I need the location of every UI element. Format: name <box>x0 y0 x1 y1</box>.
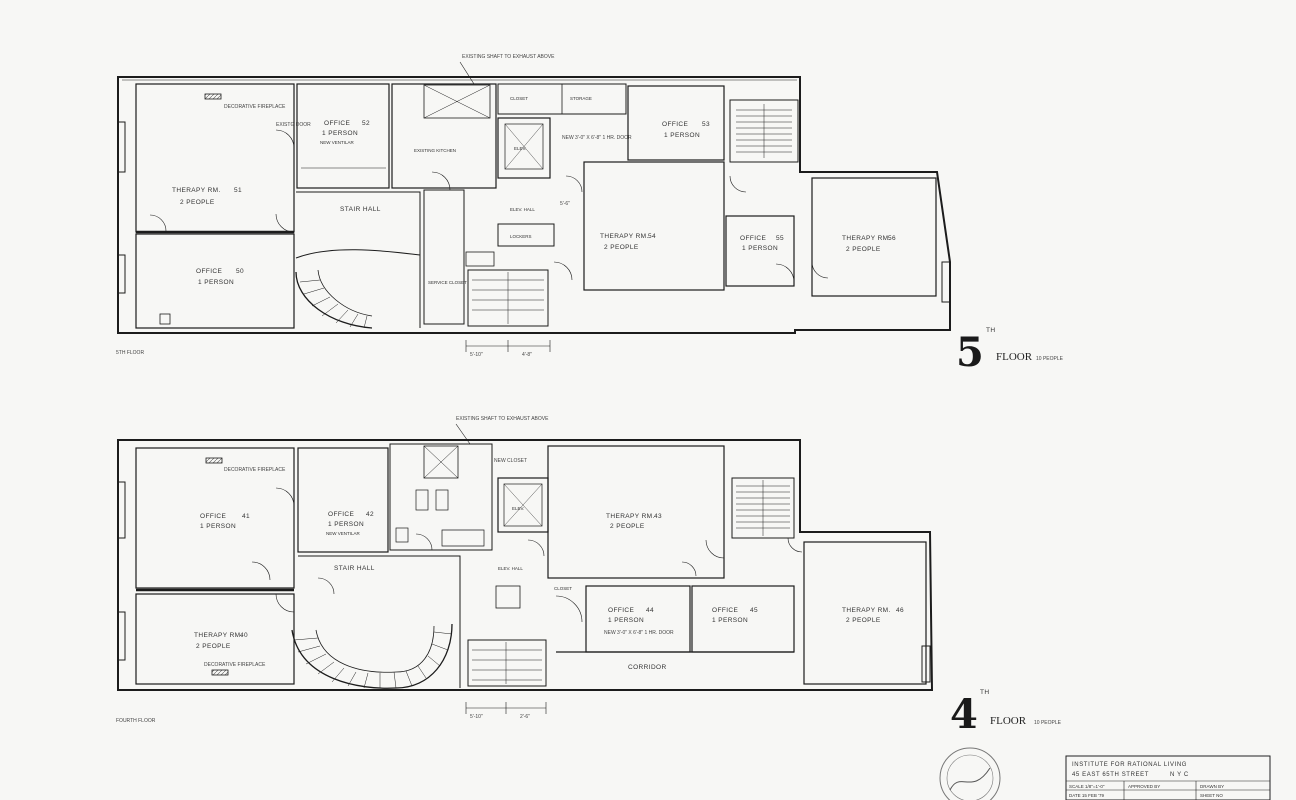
svg-text:2 PEOPLE: 2 PEOPLE <box>846 246 881 253</box>
svg-text:CLOSET: CLOSET <box>554 586 572 591</box>
floor-number-5: 5 <box>956 329 984 376</box>
svg-text:STAIR HALL: STAIR HALL <box>340 206 381 213</box>
fifth-floor-plan <box>117 61 951 352</box>
client-name: INSTITUTE FOR RATIONAL LIVING <box>1072 762 1187 768</box>
svg-text:51: 51 <box>234 187 242 194</box>
svg-text:43: 43 <box>654 513 662 520</box>
svg-text:OFFICE: OFFICE <box>324 120 350 127</box>
svg-text:OFFICE: OFFICE <box>740 235 766 242</box>
svg-text:NEW 3'-0" X 6'-8" 1 HR. DOOR: NEW 3'-0" X 6'-8" 1 HR. DOOR <box>604 630 674 636</box>
svg-text:1 PERSON: 1 PERSON <box>742 245 778 252</box>
svg-text:EXISTG DOOR: EXISTG DOOR <box>276 122 311 128</box>
svg-text:TH: TH <box>980 689 989 696</box>
svg-text:4'-8": 4'-8" <box>522 352 532 358</box>
svg-text:52: 52 <box>362 120 370 127</box>
svg-text:NEW VENTILAR: NEW VENTILAR <box>326 531 361 536</box>
svg-text:54: 54 <box>648 233 656 240</box>
svg-text:1 PERSON: 1 PERSON <box>328 521 364 528</box>
svg-text:STAIR HALL: STAIR HALL <box>334 565 375 572</box>
svg-text:EXISTING KITCHEN: EXISTING KITCHEN <box>414 148 456 153</box>
svg-text:1 PERSON: 1 PERSON <box>200 523 236 530</box>
svg-text:ELEV. HALL: ELEV. HALL <box>498 566 523 571</box>
svg-text:OFFICE: OFFICE <box>608 607 634 614</box>
fourth-floor-labels: OFFICE 41 1 PERSON OFFICE 42 1 PERSON NE… <box>116 416 1062 738</box>
svg-text:DECORATIVE FIREPLACE: DECORATIVE FIREPLACE <box>204 662 266 668</box>
fifth-floor-labels: THERAPY RM. 51 2 PEOPLE OFFICE 50 1 PERS… <box>116 54 1064 376</box>
svg-text:10 PEOPLE: 10 PEOPLE <box>1036 356 1064 362</box>
city: N Y C <box>1170 772 1189 778</box>
plan-caption: FOURTH FLOOR <box>116 718 156 724</box>
svg-text:OFFICE: OFFICE <box>200 513 226 520</box>
svg-text:THERAPY RM.: THERAPY RM. <box>606 513 655 520</box>
architect-seal <box>939 747 1001 800</box>
plan-caption: 5TH FLOOR <box>116 350 144 356</box>
svg-text:STORAGE: STORAGE <box>570 96 592 101</box>
svg-text:EXISTING SHAFT TO EXHAUST ABOV: EXISTING SHAFT TO EXHAUST ABOVE <box>456 416 549 422</box>
svg-text:NEW 3'-0" X 6'-8" 1 HR. DOOR: NEW 3'-0" X 6'-8" 1 HR. DOOR <box>562 135 632 141</box>
svg-text:OFFICE: OFFICE <box>328 511 354 518</box>
svg-text:2 PEOPLE: 2 PEOPLE <box>196 643 231 650</box>
svg-text:THERAPY RM.: THERAPY RM. <box>600 233 649 240</box>
svg-text:41: 41 <box>242 513 250 520</box>
svg-text:OFFICE: OFFICE <box>662 121 688 128</box>
svg-text:DECORATIVE FIREPLACE: DECORATIVE FIREPLACE <box>224 104 286 110</box>
svg-text:46: 46 <box>896 607 904 614</box>
svg-text:ELEV. HALL: ELEV. HALL <box>510 207 535 212</box>
svg-text:OFFICE: OFFICE <box>196 268 222 275</box>
svg-text:CLOSET: CLOSET <box>510 96 528 101</box>
svg-text:THERAPY RM.: THERAPY RM. <box>842 607 891 614</box>
svg-text:5'-10": 5'-10" <box>470 714 483 720</box>
floor-word: FLOOR <box>990 715 1027 727</box>
svg-text:DATE 15 FEB '79: DATE 15 FEB '79 <box>1069 793 1105 798</box>
svg-text:42: 42 <box>366 511 374 518</box>
floor-word: FLOOR <box>996 351 1033 363</box>
svg-text:10 PEOPLE: 10 PEOPLE <box>1034 720 1062 726</box>
svg-text:THERAPY RM.: THERAPY RM. <box>842 235 891 242</box>
svg-text:45: 45 <box>750 607 758 614</box>
svg-text:DECORATIVE FIREPLACE: DECORATIVE FIREPLACE <box>224 467 286 473</box>
svg-text:SCALE 1/8"=1'-0": SCALE 1/8"=1'-0" <box>1069 784 1105 789</box>
svg-text:APPROVED BY: APPROVED BY <box>1128 784 1160 789</box>
svg-text:OFFICE: OFFICE <box>712 607 738 614</box>
svg-text:55: 55 <box>776 235 784 242</box>
svg-text:NEW VENTILAR: NEW VENTILAR <box>320 140 355 145</box>
svg-text:1 PERSON: 1 PERSON <box>608 617 644 624</box>
svg-text:1 PERSON: 1 PERSON <box>322 130 358 137</box>
svg-text:2'-6": 2'-6" <box>520 714 530 720</box>
svg-text:LOCKERS: LOCKERS <box>510 234 532 239</box>
svg-text:2 PEOPLE: 2 PEOPLE <box>610 523 645 530</box>
svg-text:TH: TH <box>986 327 995 334</box>
svg-text:CORRIDOR: CORRIDOR <box>628 664 667 671</box>
svg-text:DRAWN BY: DRAWN BY <box>1200 784 1224 789</box>
svg-text:2 PEOPLE: 2 PEOPLE <box>180 199 215 206</box>
svg-text:53: 53 <box>702 121 710 128</box>
svg-text:50: 50 <box>236 268 244 275</box>
svg-text:44: 44 <box>646 607 654 614</box>
svg-text:NEW CLOSET: NEW CLOSET <box>494 458 527 464</box>
svg-text:ELEV.: ELEV. <box>512 506 524 511</box>
room-label: THERAPY RM. <box>172 187 221 194</box>
svg-text:1 PERSON: 1 PERSON <box>712 617 748 624</box>
svg-text:THERAPY RM.: THERAPY RM. <box>194 632 243 639</box>
title-block: INSTITUTE FOR RATIONAL LIVING 45 EAST 65… <box>1065 755 1271 800</box>
svg-text:EXISTING SHAFT TO EXHAUST ABOV: EXISTING SHAFT TO EXHAUST ABOVE <box>462 54 555 60</box>
svg-text:1 PERSON: 1 PERSON <box>664 132 700 139</box>
svg-text:SERVICE CLOSET: SERVICE CLOSET <box>428 280 467 285</box>
svg-text:SHEET NO: SHEET NO <box>1200 793 1223 798</box>
svg-text:1 PERSON: 1 PERSON <box>198 279 234 286</box>
svg-text:ELEV.: ELEV. <box>514 146 526 151</box>
svg-text:2 PEOPLE: 2 PEOPLE <box>604 244 639 251</box>
svg-text:56: 56 <box>888 235 896 242</box>
svg-text:40: 40 <box>240 632 248 639</box>
address: 45 EAST 65TH STREET <box>1072 772 1149 778</box>
floor-number-4: 4 <box>950 691 978 738</box>
svg-text:5'-6": 5'-6" <box>560 201 570 207</box>
svg-text:5'-10": 5'-10" <box>470 352 483 358</box>
svg-text:2 PEOPLE: 2 PEOPLE <box>846 617 881 624</box>
fourth-floor-plan <box>117 423 934 714</box>
